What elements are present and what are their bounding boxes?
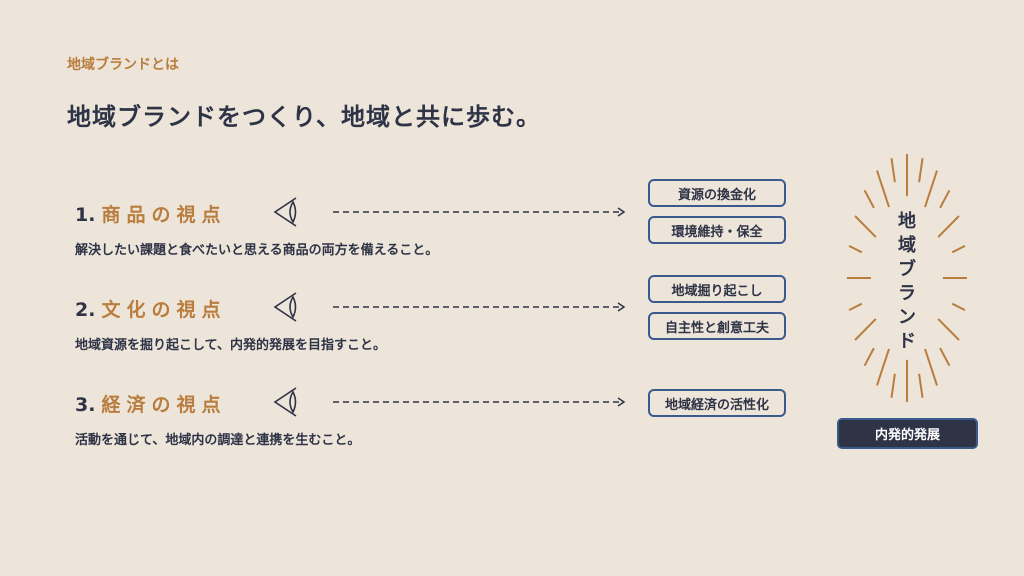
vertical-label-char: 域 (898, 235, 916, 256)
sunburst-ray (848, 302, 863, 311)
eye-icon (273, 387, 297, 417)
vertical-label-char: 地 (898, 211, 916, 232)
row-number: 3. (75, 394, 96, 416)
sunburst-ray (951, 302, 966, 311)
sunburst-ray (939, 189, 951, 209)
outcome-box: 自主性と創意工夫 (648, 312, 786, 340)
sunburst-ray (876, 348, 890, 386)
sunburst-ray (939, 347, 951, 367)
sunburst-decoration (847, 154, 967, 402)
outcome-box: 環境維持・保全 (648, 216, 786, 244)
row-2-description: 地域資源を掘り起こして、内発的発展を目指すこと。 (75, 338, 386, 353)
row-1-description: 解決したい課題と食べたいと思える商品の両方を備えること。 (75, 243, 439, 258)
dashed-arrow (333, 397, 626, 407)
sunburst-ray (854, 215, 877, 238)
badge-endogenous-development: 内発的発展 (837, 418, 978, 449)
row-number: 2. (75, 299, 96, 321)
sunburst-ray (863, 189, 875, 209)
vertical-label-char: ン (898, 307, 916, 328)
sunburst-ray (854, 318, 877, 341)
sunburst-ray (848, 245, 863, 254)
sunburst-ray (937, 215, 960, 238)
sunburst-ray (863, 347, 875, 367)
outcome-box: 地域経済の活性化 (648, 389, 786, 417)
sunburst-ray (924, 170, 938, 208)
row-label: 経済の視点 (101, 394, 227, 416)
vertical-label-char: ド (898, 331, 916, 352)
row-label: 商品の視点 (101, 204, 227, 226)
sunburst-ray (924, 348, 938, 386)
vertical-brand-label: 地域ブランド (895, 210, 919, 354)
row-3-title: 3.経済の視点 (75, 390, 226, 417)
row-2-title: 2.文化の視点 (75, 295, 226, 322)
sunburst-ray (951, 245, 966, 254)
row-label: 文化の視点 (101, 299, 227, 321)
dashed-arrow (333, 302, 626, 312)
sunburst-ray (890, 158, 896, 183)
sunburst-ray (937, 318, 960, 341)
row-number: 1. (75, 204, 96, 226)
vertical-label-char: ブ (898, 259, 916, 280)
page-title: 地域ブランドをつくり、地域と共に歩む。 (67, 103, 542, 131)
eye-icon (273, 197, 297, 227)
row-1-title: 1.商品の視点 (75, 200, 226, 227)
vertical-label-char: ラ (898, 283, 916, 304)
dashed-arrow (333, 207, 626, 217)
eye-icon (273, 292, 297, 322)
sunburst-ray (876, 170, 890, 208)
sunburst-ray (890, 373, 896, 398)
sunburst-ray (918, 373, 924, 398)
section-kicker: 地域ブランドとは (67, 57, 179, 73)
outcome-box: 資源の換金化 (648, 179, 786, 207)
row-3-description: 活動を通じて、地域内の調達と連携を生むこと。 (75, 433, 361, 448)
sunburst-ray (918, 158, 924, 183)
outcome-box: 地域掘り起こし (648, 275, 786, 303)
